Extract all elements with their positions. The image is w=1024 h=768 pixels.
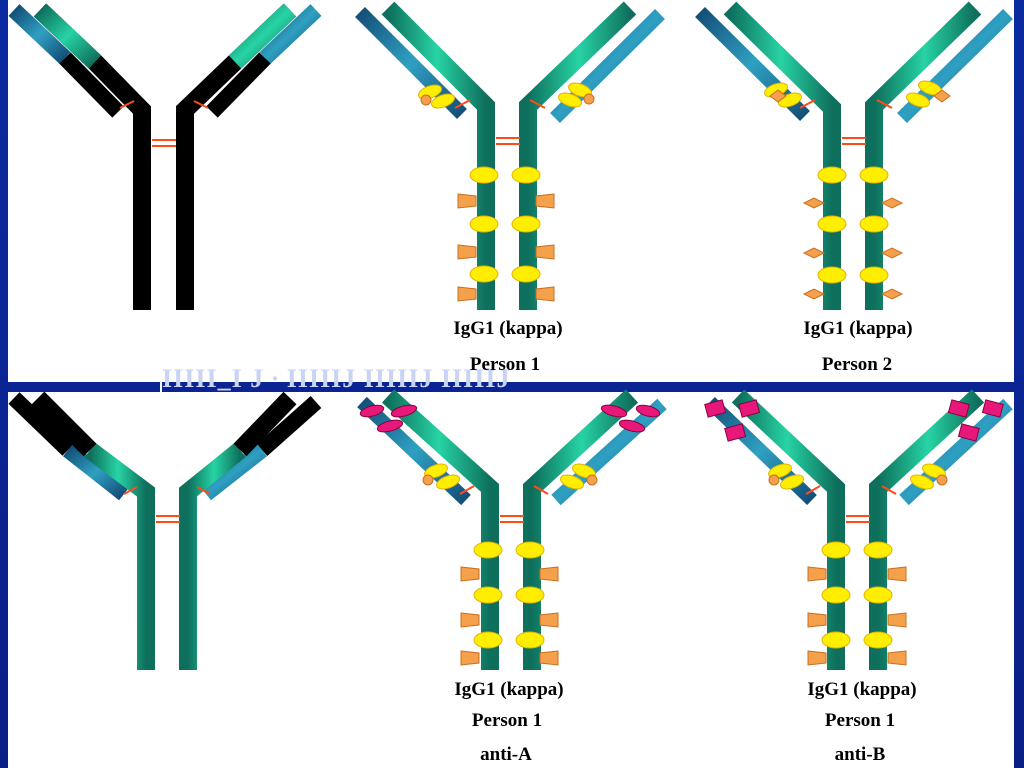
label-antiA-group: IgG1 (kappa) Person 1 anti-A [454, 679, 563, 765]
allotype-markers [420, 93, 595, 302]
label-person2-group: IgG1 (kappa) Person 2 [803, 318, 912, 375]
slide-divider [160, 370, 162, 392]
antibody-black [8, 3, 322, 310]
label-specificity: anti-A [480, 744, 532, 765]
light-chain-black-right [256, 396, 322, 456]
label-antiB-group: IgG1 (kappa) Person 1 anti-B [807, 679, 916, 765]
label-person: Person 1 [470, 354, 540, 375]
label-isotype: IgG1 (kappa) [803, 318, 912, 339]
label-person: Person 1 [472, 710, 542, 731]
label-isotype: IgG1 (kappa) [454, 679, 563, 700]
label-person: Person 2 [822, 354, 892, 375]
heavy-chain-black-left-tip [31, 391, 97, 457]
heavy-chain-right [865, 1, 982, 310]
antigen-binding-markers-pink [704, 399, 1004, 442]
label-person1-group: IgG1 (kappa) Person 1 [453, 318, 562, 375]
label-isotype: IgG1 (kappa) [807, 679, 916, 700]
label-isotype: IgG1 (kappa) [453, 318, 562, 339]
obscured-slide-text: IIIII_I J ∙ IIIIIJ IIIIIJ IIIIIJ [162, 368, 511, 392]
heavy-chain-black-right-tip [233, 391, 297, 457]
bottom-panel [8, 392, 1014, 768]
heavy-chain-left [84, 442, 155, 670]
light-chain-blue-left [8, 4, 71, 64]
label-person: Person 1 [825, 710, 895, 731]
light-chain-black-left [59, 52, 124, 118]
heavy-chain-left [723, 1, 841, 310]
top-panel [8, 0, 1014, 382]
heavy-chain-right [519, 1, 637, 310]
heavy-chain-teal-right-tip [228, 3, 297, 69]
light-chain-blue-right [201, 443, 267, 501]
antigen-binding-markers-pink [359, 404, 661, 433]
antibody-black-tips [8, 391, 322, 670]
antibody-anti-A [357, 389, 667, 670]
antibody-anti-B [704, 389, 1013, 670]
antibody-person1 [355, 1, 665, 310]
light-chain-black-left [8, 392, 74, 456]
label-specificity: anti-B [835, 744, 886, 765]
light-chain-black-right [206, 52, 271, 118]
heavy-chain-right [179, 442, 246, 670]
light-chain-blue-right [259, 4, 322, 64]
light-chain-blue-left [63, 443, 129, 501]
glycan-markers [418, 82, 592, 283]
heavy-chain-teal-left-tip [33, 3, 102, 69]
antibody-person2 [695, 1, 1013, 310]
heavy-chain-left [381, 1, 495, 310]
